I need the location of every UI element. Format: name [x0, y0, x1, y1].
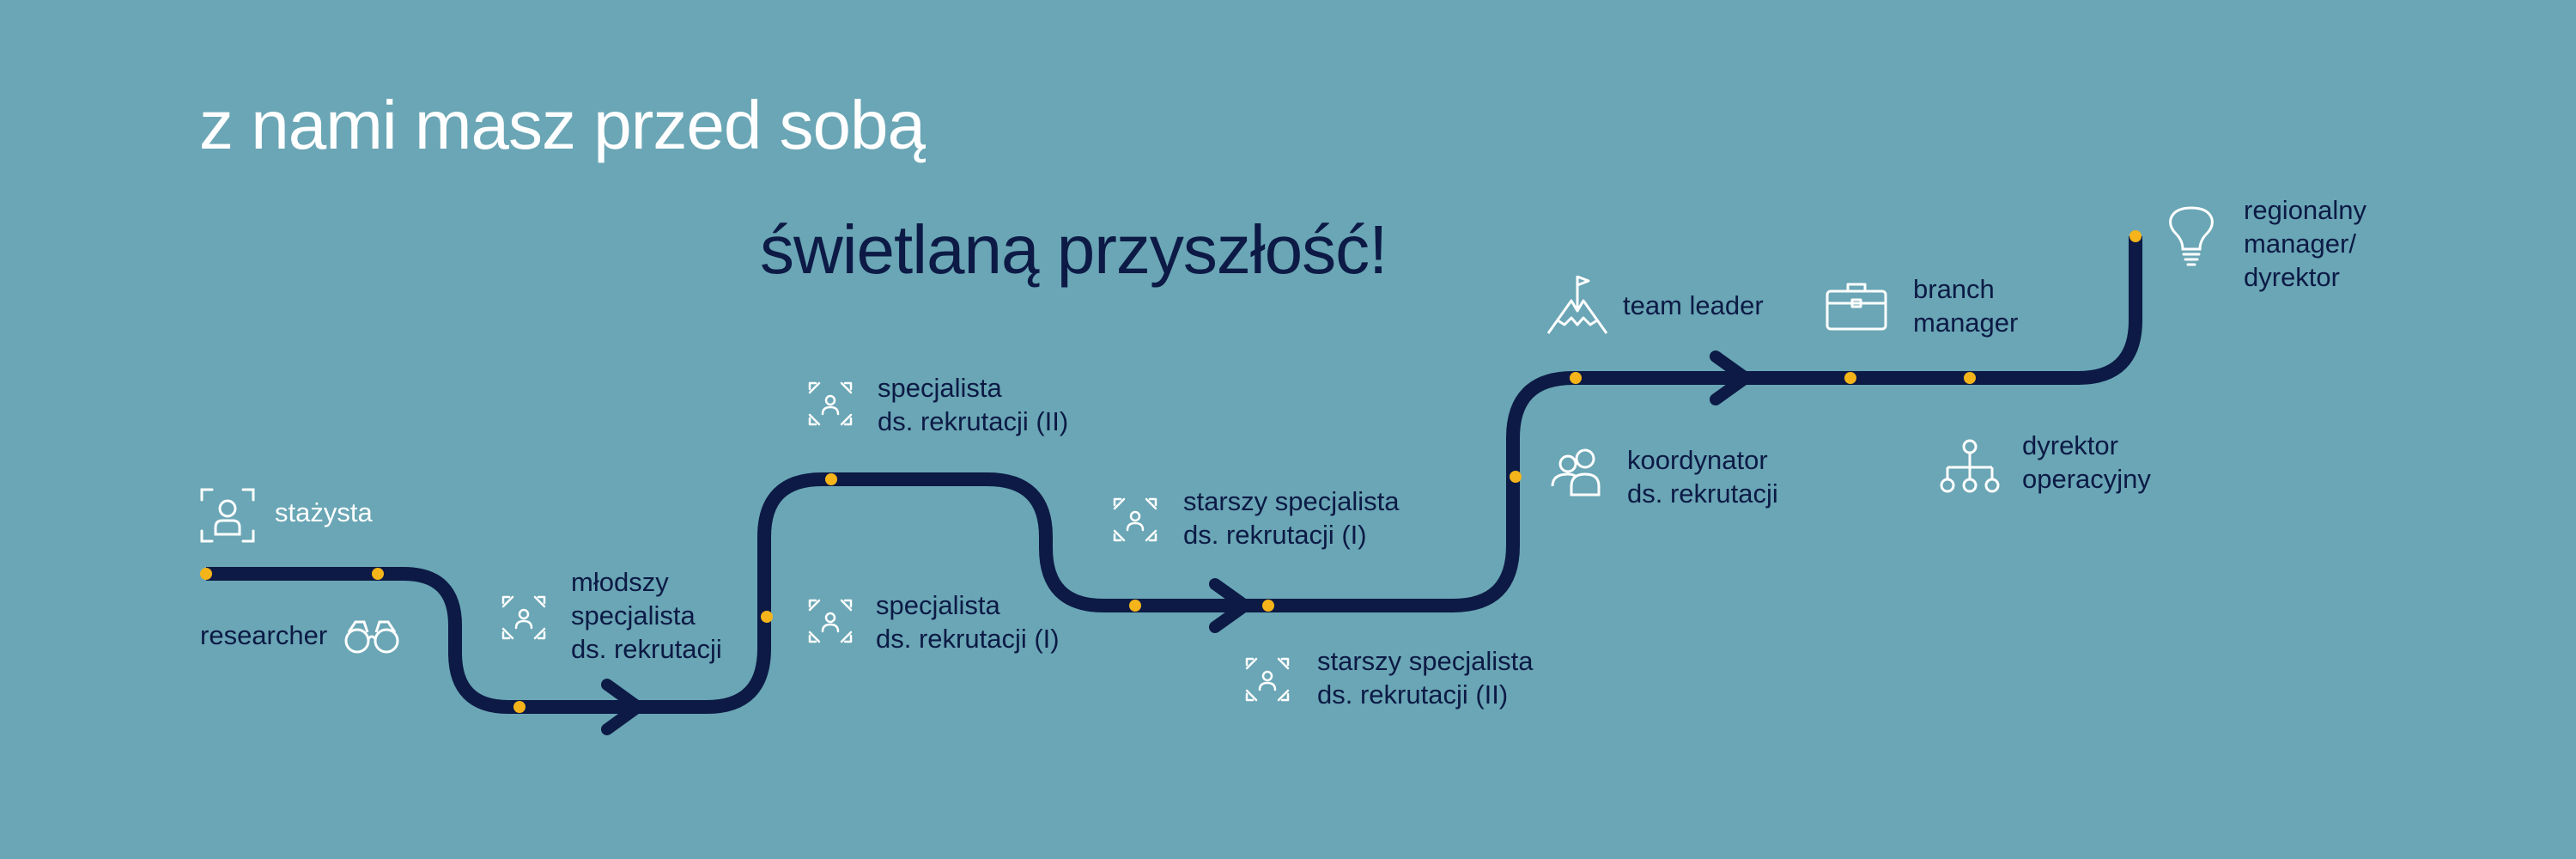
milestone-dot-team-leader: [1570, 372, 1582, 384]
milestone-dot-dyrektor-operacyjny: [1964, 372, 1976, 384]
milestone-dot-branch-manager: [1844, 372, 1856, 384]
milestone-dot-stazysta: [200, 568, 212, 580]
label-dyrektor-operacyjny: dyrektor operacyjny: [2022, 430, 2151, 494]
recruitment-icon-mlodszy: [501, 595, 546, 640]
label-starszy-1: starszy specjalista ds. rekrutacji (I): [1183, 486, 1400, 550]
milestone-dot-regionalny: [2129, 230, 2142, 242]
recruitment-icon-specjalista-1: [808, 599, 853, 643]
team-icon: [1551, 448, 1601, 497]
recruitment-icon-specjalista-2: [808, 381, 853, 426]
recruitment-icon-starszy-2: [1245, 657, 1290, 702]
label-team-leader: team leader: [1623, 290, 1764, 320]
label-stazysta: stażysta: [275, 497, 373, 527]
direction-arrow-2: [1209, 578, 1251, 633]
title-line-1: z nami masz przed sobą: [199, 87, 926, 163]
label-mlodszy: młodszy specjalista ds. rekrutacji: [571, 567, 722, 664]
direction-arrow-3: [1710, 350, 1752, 405]
milestone-dot-mlodszy: [513, 701, 526, 713]
label-regionalny: regionalny manager/ dyrektor: [2244, 195, 2367, 292]
recruitment-icon-starszy-1: [1113, 497, 1157, 542]
direction-arrow-1: [601, 679, 644, 735]
mountain-flag-icon: [1546, 275, 1608, 334]
label-specjalista-1: specjalista ds. rekrutacji (I): [876, 590, 1060, 654]
milestone-dot-starszy-1: [1129, 600, 1141, 612]
career-path-line: [206, 236, 2142, 714]
person-focus-icon: [200, 488, 255, 543]
label-starszy-2: starszy specjalista ds. rekrutacji (II): [1317, 646, 1534, 710]
label-koordynator: koordynator ds. rekrutacji: [1627, 445, 1778, 509]
binoculars-icon: [344, 620, 399, 654]
milestone-dot-starszy-2: [1262, 600, 1274, 612]
label-researcher: researcher: [200, 620, 328, 650]
lightbulb-icon: [2169, 206, 2214, 266]
milestone-dot-specjalista-1: [761, 611, 773, 623]
label-specjalista-2: specjalista ds. rekrutacji (II): [878, 373, 1069, 436]
label-branch-manager: branch manager: [1913, 274, 2019, 338]
milestone-dot-koordynator: [1510, 471, 1522, 483]
milestone-dot-specjalista-2: [825, 473, 837, 485]
title-line-2: świetlaną przyszłość!: [760, 211, 1388, 288]
briefcase-icon: [1826, 283, 1887, 331]
milestone-dot-researcher: [372, 568, 384, 580]
org-chart-icon: [1940, 439, 2000, 493]
